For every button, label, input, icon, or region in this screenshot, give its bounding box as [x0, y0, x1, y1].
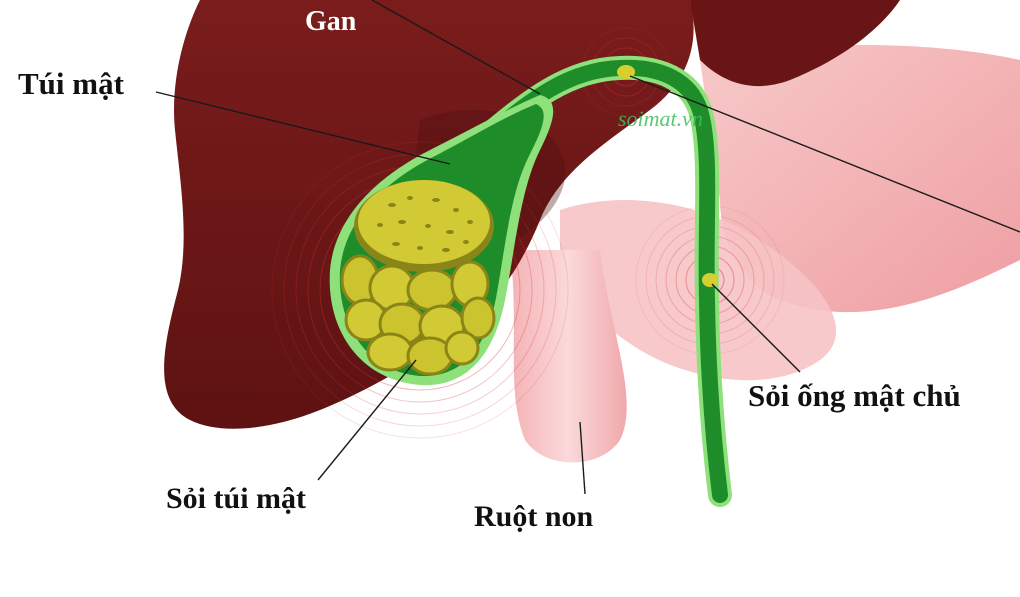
small-intestine-shape	[510, 250, 627, 463]
leader-top-stone	[629, 75, 1020, 233]
leader-gallstones	[317, 359, 417, 481]
leader-duct-stone	[711, 283, 801, 373]
bile-duct	[462, 59, 728, 503]
large-gallstone	[354, 180, 494, 272]
stomach-shape	[700, 45, 1020, 313]
small-gallstones	[340, 254, 496, 376]
label-common-bile-duct-stone: Sỏi ống mật chủ	[748, 378, 961, 413]
leader-lines	[155, 0, 1020, 495]
leader-intestine	[579, 421, 586, 495]
label-gallbladder: Túi mật	[18, 66, 124, 101]
label-small-intestine: Ruột non	[474, 500, 594, 533]
watermark: soimat.vn	[618, 106, 703, 131]
label-liver: Gan	[305, 6, 357, 37]
leader-gallbladder	[155, 91, 451, 165]
label-gallbladder-stones: Sỏi túi mật	[166, 482, 307, 515]
leader-liver	[371, 0, 541, 95]
duct-stone	[702, 273, 718, 287]
liver-right-lobe	[690, 0, 900, 87]
